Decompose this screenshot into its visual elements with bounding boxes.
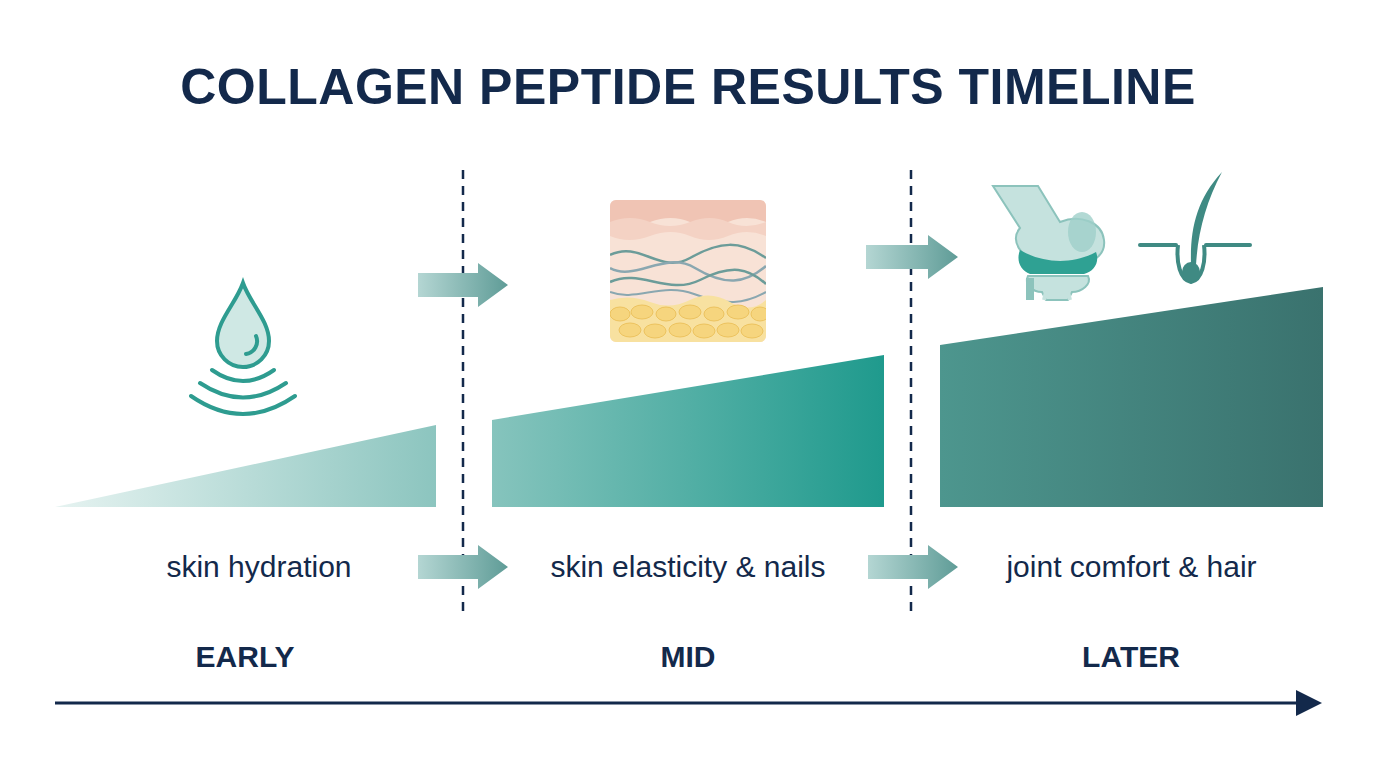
water-drop-icon	[191, 283, 295, 414]
progress-arrow	[866, 235, 958, 279]
stage-label-box: skin elasticity & nails	[508, 542, 868, 592]
phase-label: EARLY	[196, 640, 295, 674]
stage-arrow	[418, 545, 508, 589]
phase-divider	[462, 170, 465, 612]
stage-label-box: joint comfort & hair	[958, 542, 1305, 592]
skin-layers-icon	[610, 200, 766, 342]
phase-divider	[910, 170, 913, 612]
stage-arrow	[868, 545, 958, 589]
phase-label: MID	[661, 640, 716, 674]
knee-joint-icon	[993, 186, 1104, 300]
growth-wedge	[492, 355, 884, 507]
diagram-title: COLLAGEN PEPTIDE RESULTS TIMELINE	[0, 58, 1376, 116]
growth-wedge	[55, 425, 436, 507]
stage-label-box: skin hydration	[100, 542, 418, 592]
stage-benefit: skin elasticity & nails	[550, 550, 825, 584]
growth-wedge	[940, 287, 1323, 507]
stage-benefit: skin hydration	[166, 550, 351, 584]
stage-benefit: joint comfort & hair	[1006, 550, 1256, 584]
progress-arrow	[418, 263, 508, 307]
phase-label: LATER	[1082, 640, 1180, 674]
time-axis	[55, 702, 1300, 705]
axis-arrowhead	[1296, 690, 1322, 716]
hair-follicle-icon	[1140, 172, 1250, 282]
